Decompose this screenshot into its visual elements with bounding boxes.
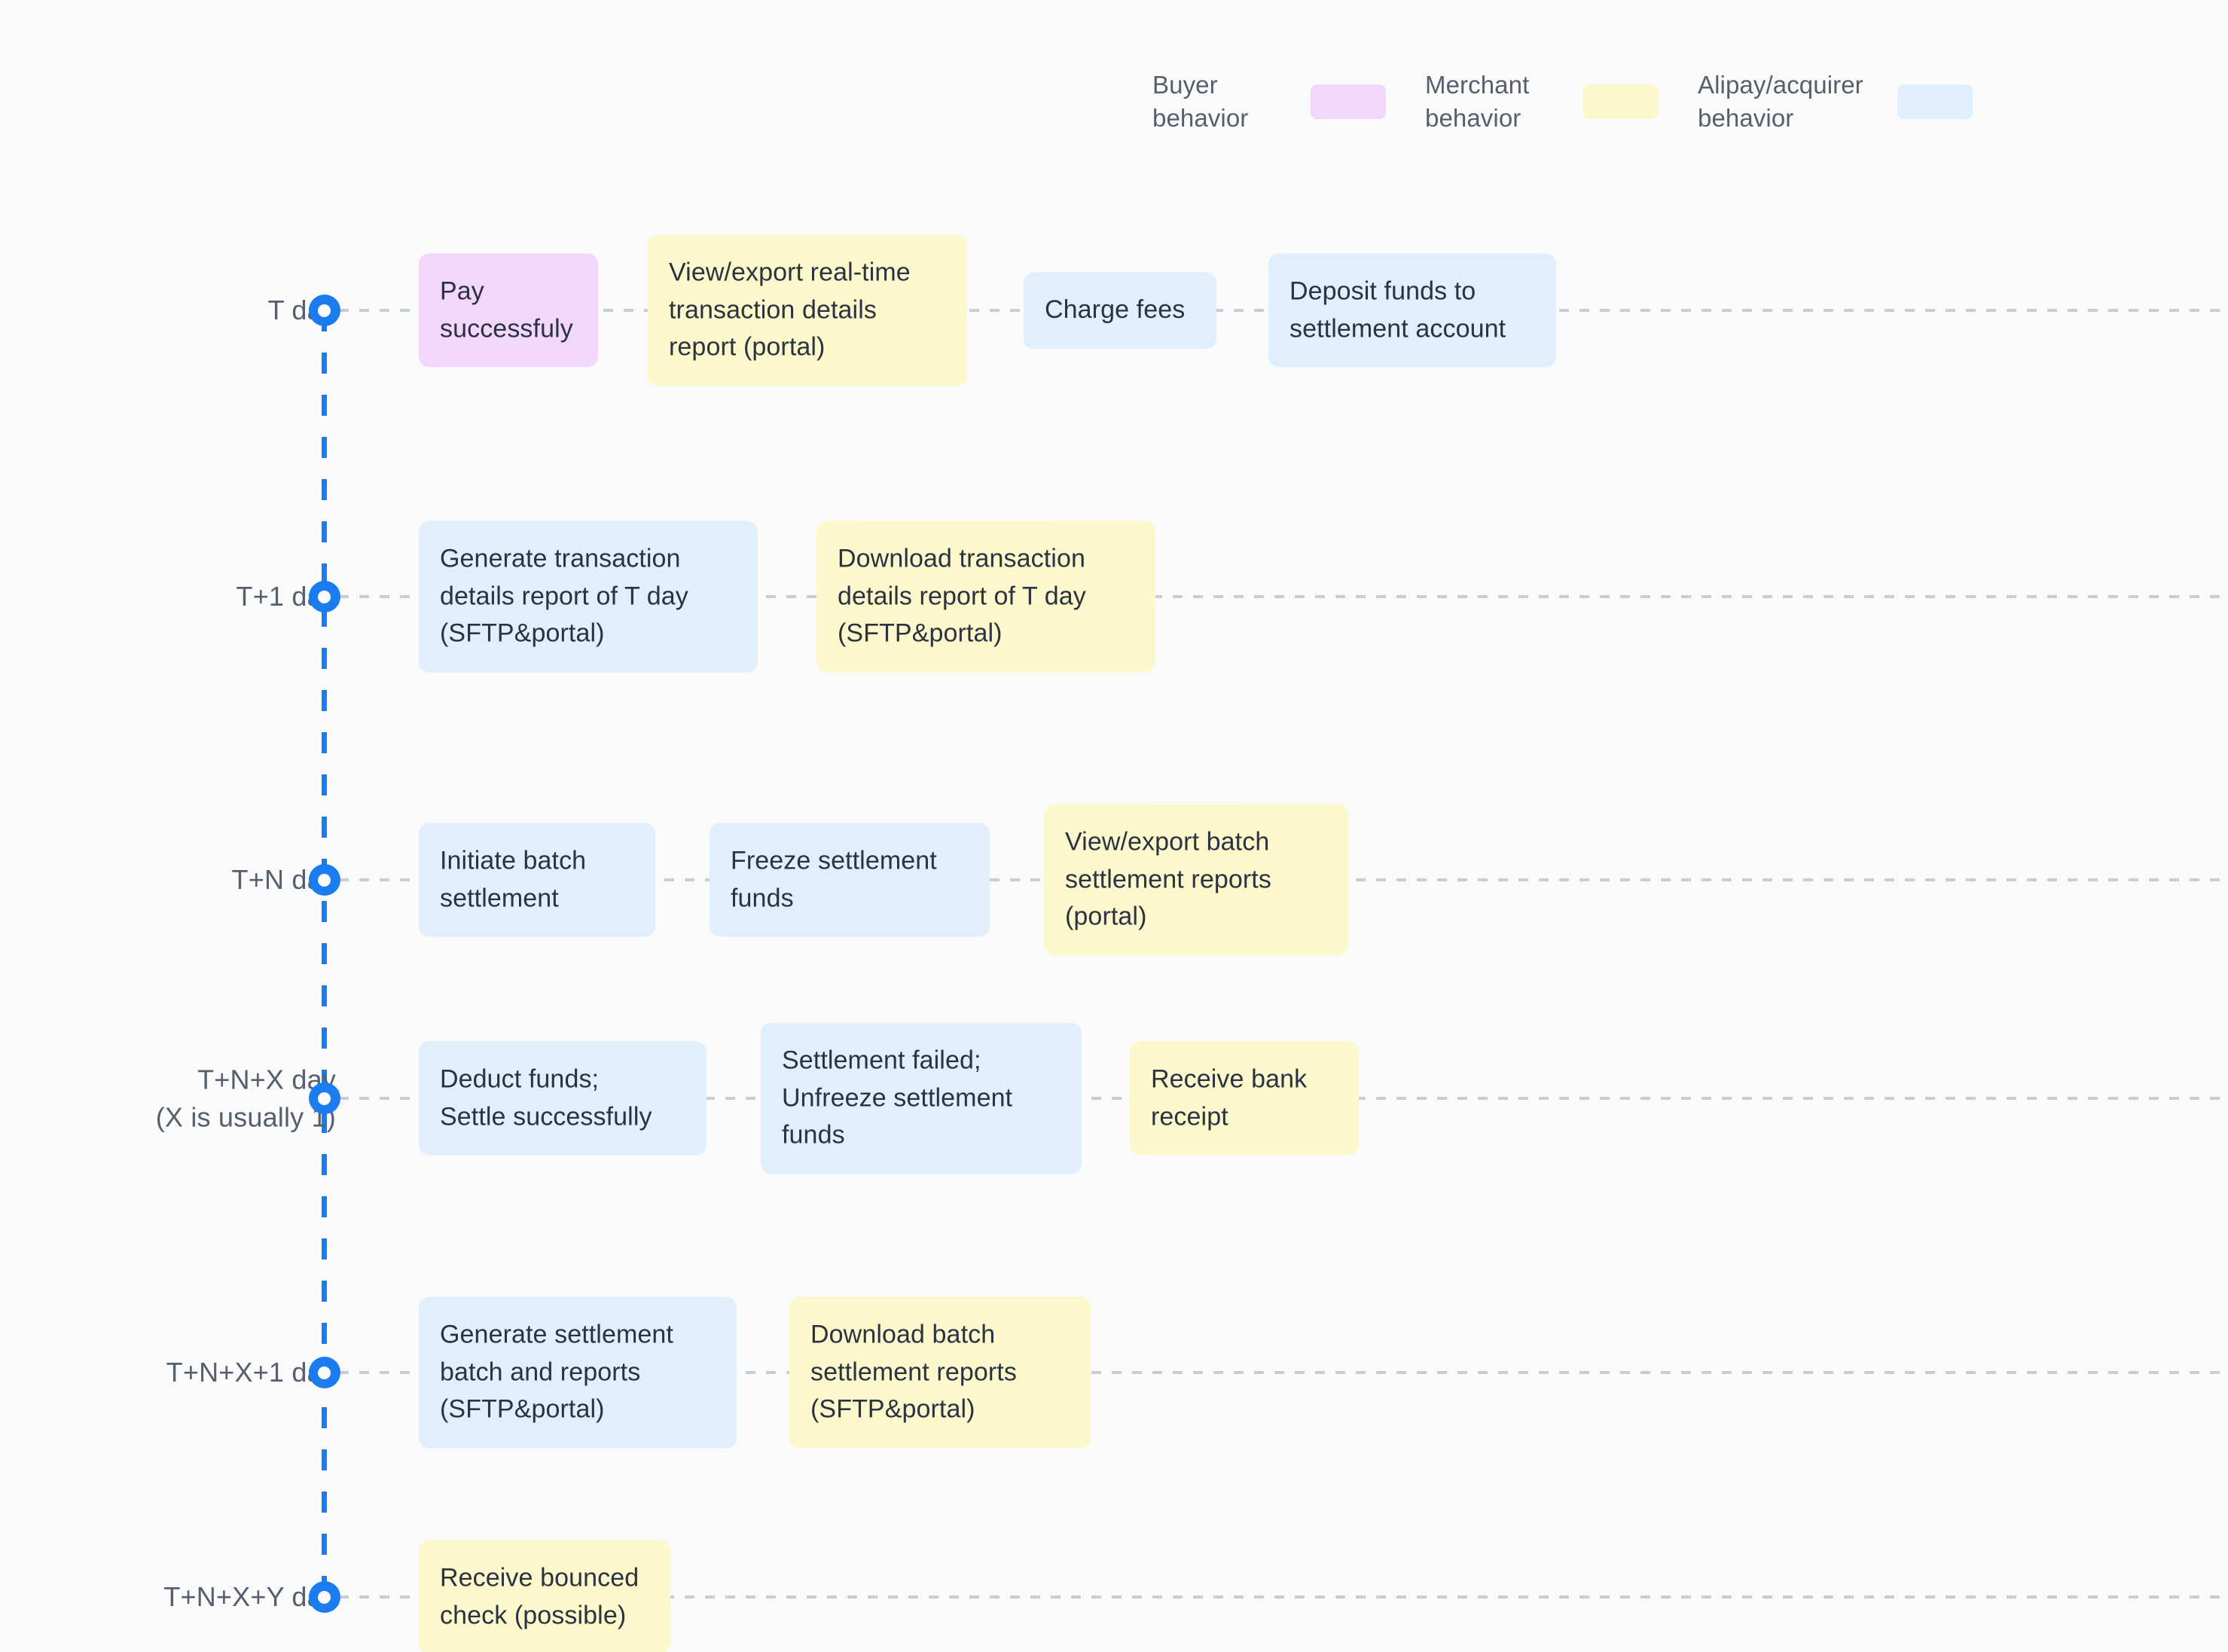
legend-item-buyer: Buyer behavior — [1152, 69, 1386, 134]
legend: Buyer behavior Merchant behavior Alipay/ac… — [1152, 68, 1973, 136]
timeline-spine — [322, 310, 327, 1597]
timeline-node-dot[interactable] — [308, 1581, 340, 1613]
legend-swatch-merchant — [1583, 84, 1659, 119]
timeline-rail — [339, 595, 2228, 598]
legend-item-merchant: Merchant behavior — [1425, 69, 1659, 134]
event-card-buyer[interactable]: Pay successfuly — [419, 253, 598, 368]
event-card-merchant[interactable]: Download transaction details report of T… — [816, 521, 1155, 673]
event-card-acquirer[interactable]: Freeze settlement funds — [710, 823, 990, 937]
event-card-merchant[interactable]: Download batch settlement reports (SFTP&… — [789, 1296, 1091, 1449]
timeline-node-dot[interactable] — [308, 864, 340, 896]
event-card-acquirer[interactable]: Generate settlement batch and reports (S… — [419, 1296, 737, 1449]
legend-swatch-buyer — [1311, 84, 1386, 119]
event-card-merchant[interactable]: Receive bounced check (possible) — [419, 1540, 670, 1652]
timeline-rail — [339, 1371, 2228, 1374]
timeline-node-dot[interactable] — [308, 295, 340, 326]
timeline-node-dot[interactable] — [308, 1083, 340, 1114]
event-card-acquirer[interactable]: Charge fees — [1024, 272, 1216, 349]
timeline-node-dot[interactable] — [308, 581, 340, 612]
legend-swatch-acquirer — [1897, 84, 1973, 119]
timeline-node-dot[interactable] — [308, 1357, 340, 1388]
timeline-rail — [339, 1596, 2228, 1599]
event-card-acquirer[interactable]: Settlement failed; Unfreeze settlement f… — [761, 1022, 1082, 1174]
legend-label: Alipay/acquirer behavior — [1698, 71, 1863, 132]
event-card-merchant[interactable]: View/export batch settlement reports (po… — [1044, 804, 1348, 956]
event-card-acquirer[interactable]: Generate transaction details report of T… — [419, 521, 758, 673]
legend-label: Merchant behavior — [1425, 71, 1530, 132]
event-card-merchant[interactable]: View/export real-time transaction detail… — [648, 234, 967, 386]
event-card-acquirer[interactable]: Deduct funds; Settle successfully — [419, 1041, 707, 1156]
event-card-acquirer[interactable]: Deposit funds to settlement account — [1268, 253, 1556, 368]
legend-item-acquirer: Alipay/acquirer behavior — [1698, 69, 1973, 134]
event-card-acquirer[interactable]: Initiate batch settlement — [419, 823, 655, 937]
legend-label: Buyer behavior — [1152, 71, 1249, 132]
event-card-merchant[interactable]: Receive bank receipt — [1130, 1041, 1359, 1156]
